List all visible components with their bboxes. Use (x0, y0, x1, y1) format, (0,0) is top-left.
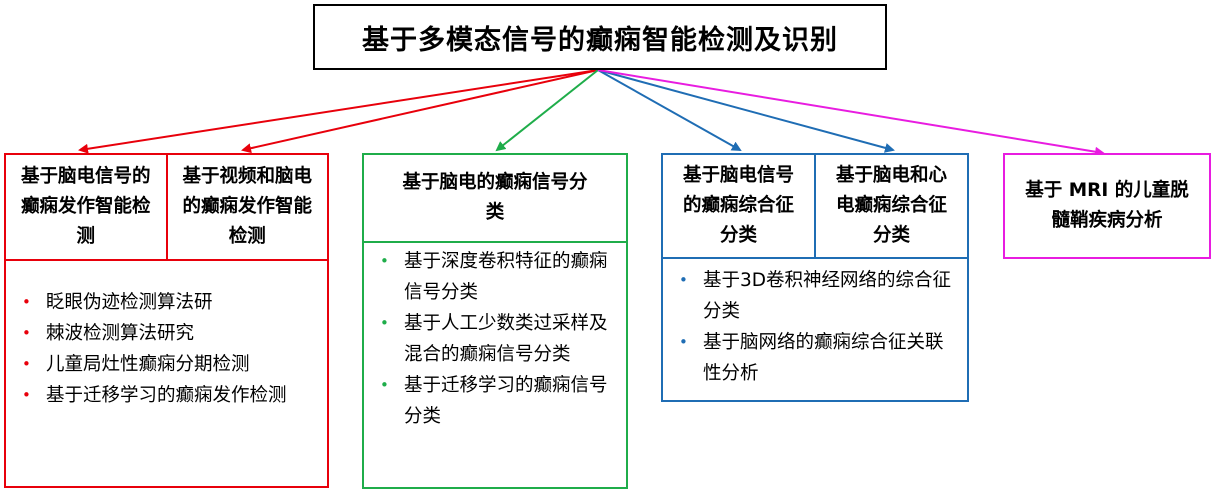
arrow-to-mri-analysis (597, 69, 1105, 157)
eeg-detection-heading: 基于脑电信号的癫痫发作智能检测 (20, 166, 151, 247)
head-divider (165, 155, 168, 259)
section-divider (663, 257, 967, 259)
list-item: 基于人工少数类过采样及混合的癫痫信号分类 (364, 308, 618, 370)
arrow-to-eeg-classification (495, 69, 599, 152)
mri-analysis-box: 基于 MRI 的儿童脱髓鞘疾病分析 (1003, 153, 1211, 259)
list-item: 基于深度卷积特征的癫痫信号分类 (364, 246, 618, 308)
head-divider (814, 155, 816, 257)
list-item: 基于3D卷积神经网络的综合征分类 (663, 265, 955, 327)
syndrome-heads: 基于脑电信号的癫痫综合征分类 基于脑电和心电癫痫综合征分类 (663, 155, 967, 257)
list-item: 儿童局灶性癫痫分期检测 (6, 349, 317, 380)
arrow-to-eeg-detection (78, 69, 599, 154)
eeg-video-detection-heads: 基于脑电信号的癫痫发作智能检测 基于视频和脑电的癫痫发作智能检测 (6, 155, 327, 259)
syndrome-classification-group: 基于脑电信号的癫痫综合征分类 基于脑电和心电癫痫综合征分类 基于3D卷积神经网络… (661, 153, 969, 402)
list-item: 基于迁移学习的癫痫信号分类 (364, 370, 618, 432)
eeg-classification-heading: 基于脑电的癫痫信号分类 (402, 172, 588, 223)
mri-analysis-heading: 基于 MRI 的儿童脱髓鞘疾病分析 (1025, 180, 1189, 231)
diagram-title: 基于多模态信号的癫痫智能检测及识别 (313, 4, 887, 70)
arrow-to-eeg-syndrome (597, 69, 742, 151)
list-item: 眨眼伪迹检测算法研 (6, 287, 317, 318)
eeg-video-detection-list: 眨眼伪迹检测算法研 棘波检测算法研究 儿童局灶性癫痫分期检测 基于迁移学习的癫痫… (6, 261, 327, 411)
list-item: 棘波检测算法研究 (6, 318, 317, 349)
eeg-classification-list: 基于深度卷积特征的癫痫信号分类 基于人工少数类过采样及混合的癫痫信号分类 基于迁… (364, 243, 626, 432)
video-eeg-detection-heading: 基于视频和脑电的癫痫发作智能检测 (182, 166, 312, 247)
eeg-classification-group: 基于脑电的癫痫信号分类 基于深度卷积特征的癫痫信号分类 基于人工少数类过采样及混… (362, 153, 628, 489)
arrow-to-eeg-ecg-syndrome (597, 69, 895, 153)
eeg-ecg-syndrome-heading: 基于脑电和心电癫痫综合征分类 (835, 165, 947, 246)
list-item: 基于脑网络的癫痫综合征关联性分析 (663, 327, 955, 389)
syndrome-list: 基于3D卷积神经网络的综合征分类 基于脑网络的癫痫综合征关联性分析 (663, 259, 967, 389)
list-item: 基于迁移学习的癫痫发作检测 (6, 380, 317, 411)
section-divider (364, 241, 626, 243)
eeg-syndrome-heading: 基于脑电信号的癫痫综合征分类 (682, 165, 794, 246)
arrow-to-video-eeg-detection (241, 69, 599, 154)
eeg-video-detection-group: 基于脑电信号的癫痫发作智能检测 基于视频和脑电的癫痫发作智能检测 眨眼伪迹检测算… (4, 153, 329, 488)
section-divider (6, 259, 327, 261)
